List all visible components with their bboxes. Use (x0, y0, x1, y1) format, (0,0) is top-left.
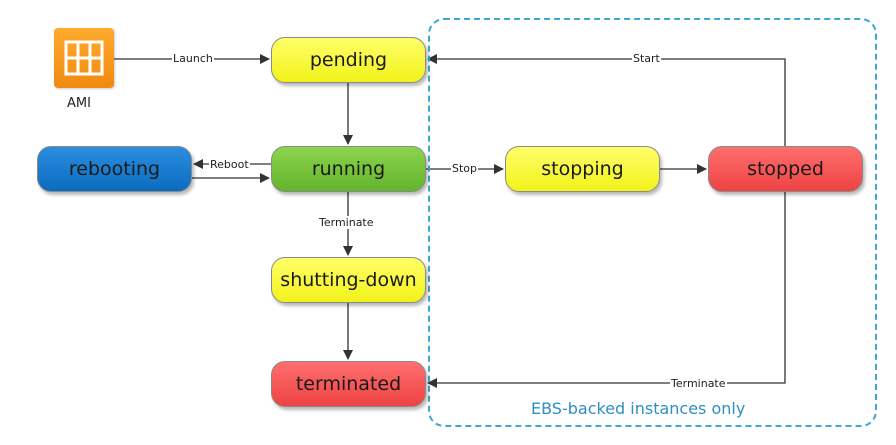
edge-label-terminate-stopped: Terminate (670, 377, 727, 390)
edge-label-reboot: Reboot (209, 158, 250, 171)
server-grid-icon (54, 28, 114, 88)
edge-label-terminate-running: Terminate (318, 216, 375, 229)
state-pending: pending (271, 37, 426, 83)
edge-label-start: Start (632, 52, 661, 65)
edge-label-stop: Stop (451, 162, 479, 175)
state-stopped: stopped (708, 146, 863, 192)
edge-start (427, 54, 786, 146)
ebs-backed-region (428, 18, 877, 427)
state-stopping: stopping (505, 146, 660, 192)
edge-label-launch: Launch (172, 52, 214, 65)
ebs-region-label: EBS-backed instances only (531, 399, 746, 418)
state-shutting-down: shutting-down (271, 257, 426, 303)
edge-terminate-stopped (427, 192, 786, 388)
state-rebooting: rebooting (37, 146, 192, 192)
state-running: running (271, 146, 426, 192)
state-terminated: terminated (271, 361, 426, 407)
ami-label: AMI (67, 96, 91, 111)
